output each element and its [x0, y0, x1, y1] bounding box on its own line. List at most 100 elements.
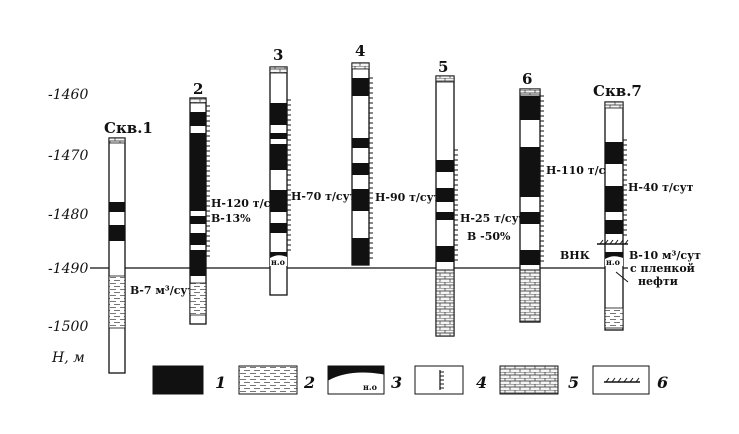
legend-swatch-contact	[592, 365, 650, 395]
well-2: 2 Н-120 т/сут В-13%	[189, 80, 284, 325]
water-layer	[604, 307, 624, 329]
water-layer	[189, 282, 207, 316]
depth-axis: -1460 -1470 -1480 -1490 -1500 H, м	[48, 87, 88, 366]
well-name: Скв.7	[593, 82, 642, 100]
legend-undetermined-curve	[327, 371, 385, 395]
oil-layer	[270, 190, 287, 212]
oil-layer	[190, 216, 206, 224]
well-name: 5	[438, 58, 448, 76]
well-note: В-13%	[211, 212, 251, 225]
oil-layer	[190, 250, 206, 276]
water-layer	[108, 275, 126, 329]
well-head-cap	[108, 137, 126, 144]
well-note: Н-110 т/сут	[546, 164, 619, 177]
oil-layer	[270, 223, 287, 233]
contact-hatch-ticks	[599, 239, 629, 245]
oil-layer	[436, 246, 454, 262]
undetermined-label: н.о	[606, 257, 621, 267]
legend: 1 2 н.о 3 4 5 6	[152, 365, 668, 395]
legend-number: 3	[391, 373, 402, 392]
well-note: В-7 м³/сут	[130, 284, 194, 297]
well-7: Скв.7 н.о Н-40 т/сут В-10 м³/сут с пленк…	[593, 82, 701, 331]
well-1: Скв.1 В-7 м³/сут	[104, 119, 194, 374]
axis-unit-label: H, м	[51, 350, 85, 366]
oil-layer	[436, 160, 454, 172]
well-4: 4 Н-90 т/сут	[351, 42, 441, 266]
well-note: Н-40 т/сут	[628, 181, 694, 194]
oil-layer	[436, 188, 454, 202]
well-name: Скв.1	[104, 119, 153, 137]
oil-layer	[605, 220, 623, 234]
well-note: В-10 м³/сут	[629, 249, 701, 262]
oil-layer	[520, 147, 540, 197]
oil-layer	[109, 225, 125, 241]
well-name: 2	[193, 80, 203, 98]
well-note: Н-90 т/сут	[375, 191, 441, 204]
note-leader-line	[615, 271, 629, 283]
oil-layer	[109, 202, 125, 212]
oil-layer	[190, 112, 206, 126]
legend-number: 1	[215, 373, 226, 392]
tick-label: -1470	[48, 148, 88, 164]
well-note: Н-25 т/сут	[460, 212, 526, 225]
well-head-cap	[189, 97, 207, 104]
well-3: 3 н.о Н-70 т/сут	[269, 46, 357, 296]
well-name: 3	[273, 46, 283, 64]
oil-layer	[352, 238, 369, 265]
oil-layer	[270, 144, 287, 170]
oil-layer	[352, 163, 369, 175]
well-name: 6	[522, 70, 532, 88]
tick-label: -1460	[48, 87, 88, 103]
well-column	[604, 101, 624, 331]
legend-swatch-dense-rock	[499, 365, 559, 395]
oil-layer	[190, 133, 206, 211]
legend-perforation-ticks	[440, 371, 444, 389]
dense-rock-layer	[519, 269, 541, 323]
legend-swatch-oil	[152, 365, 204, 395]
oil-layer	[352, 189, 369, 211]
oil-layer	[352, 138, 369, 148]
dense-rock-layer	[435, 269, 455, 337]
well-head-cap	[435, 75, 455, 83]
legend-swatch-perforation	[414, 365, 464, 395]
oil-layer	[270, 103, 287, 125]
legend-number: 6	[657, 373, 668, 392]
well-note: Н-70 т/сут	[291, 190, 357, 203]
undetermined-curve	[605, 256, 623, 266]
well-column	[108, 137, 126, 374]
undetermined-curve	[270, 255, 287, 266]
oil-layer	[520, 212, 540, 224]
well-note: Н-120 т/сут	[211, 197, 284, 210]
tick-label: -1500	[48, 319, 88, 335]
legend-number: 4	[476, 373, 487, 392]
legend-number: 2	[303, 373, 315, 392]
contact-label: ВНК	[560, 249, 590, 262]
well-head-cap	[519, 88, 541, 96]
undetermined-label: н.о	[271, 257, 286, 267]
oil-layer	[520, 96, 540, 120]
well-6: 6 Н-110 т/сут	[519, 70, 619, 323]
well-head-cap	[351, 62, 370, 70]
well-head-cap	[604, 101, 624, 109]
tick-label: -1480	[48, 207, 88, 223]
legend-undetermined-label: н.о	[363, 382, 378, 392]
oil-layer	[436, 212, 454, 220]
well-name: 4	[355, 42, 365, 60]
legend-number: 5	[568, 373, 579, 392]
oil-layer	[520, 250, 540, 265]
oil-layer	[190, 233, 206, 245]
oil-layer	[605, 142, 623, 164]
legend-contact-ticks	[605, 377, 640, 383]
well-note: с пленкой	[630, 262, 695, 275]
well-head-cap	[269, 66, 288, 74]
tick-label: -1490	[48, 261, 88, 277]
oil-layer	[352, 78, 369, 96]
legend-swatch-water	[238, 365, 298, 395]
oil-layer	[605, 186, 623, 212]
well-5: 5 Н-25 т/сут В -50%	[435, 58, 526, 337]
well-note: В -50%	[467, 230, 511, 243]
oil-layer	[270, 133, 287, 139]
well-note: нефти	[638, 275, 678, 288]
